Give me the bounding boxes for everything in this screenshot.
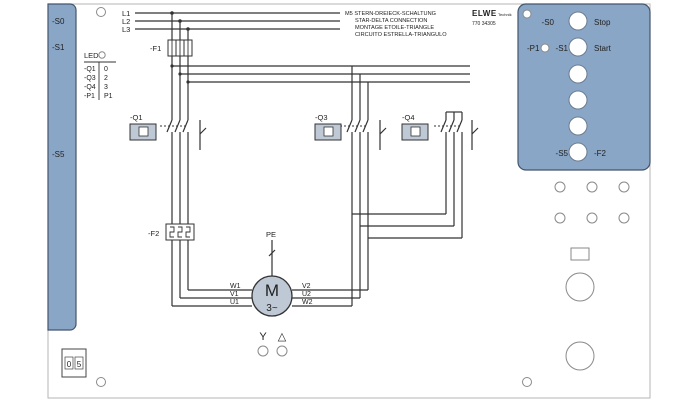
left-control-panel [47,3,77,331]
title-line-en: STAR-DELTA CONNECTION [355,18,427,24]
right-row-0-left: -S0 [542,18,555,27]
contactor-q3-label: -Q3 [315,113,328,122]
supply-label-l1: L1 [122,9,130,18]
seven-seg-value-1: 0 [67,360,72,369]
s5-button[interactable] [568,142,588,162]
wiring-main [160,56,479,307]
logo: ELWE [472,9,497,18]
led-row-value-p1: P1 [104,93,113,100]
panel-screw [522,9,532,19]
seven-seg-value-2: 5 [77,360,82,369]
motor-terminal-w2: W2 [302,299,313,306]
motor-terminal-u2: U2 [302,291,311,298]
right-row-5-left: -S5 [556,149,569,158]
stop-button-label: Stop [594,18,611,27]
mount-hole-bottom-right [522,377,532,387]
start-button[interactable] [568,37,588,57]
led-indicator [98,51,106,59]
seven-seg-digit-2 [74,356,84,370]
motor-phase: 3~ [266,303,278,314]
delta-symbol: △ [278,331,287,343]
seven-seg-digit-1 [64,356,74,370]
led-row-name-q1: -Q1 [84,66,96,73]
star-symbol: Y [259,331,267,343]
motor-letter: M [265,281,279,300]
large-socket-lower [565,341,595,371]
led-row-value-q4: 3 [104,84,108,91]
lamp-p1 [540,43,550,53]
supply-label-l2: L2 [122,17,130,26]
contactor-q1-label: -Q1 [130,113,143,122]
led-row-value-q1: 0 [104,66,108,73]
motor-terminal-u1: U1 [230,299,239,306]
contactor-q3-window [323,126,334,137]
mount-hole-top-left [96,7,106,17]
fuse-f1-label: -F1 [150,44,161,53]
fuse-f1 [167,39,193,57]
start-button-label: Start [594,44,612,53]
spare-button-3[interactable] [568,116,588,136]
spare-button-2[interactable] [568,90,588,110]
overload-f2 [165,223,195,241]
contactor-q1-window [138,126,149,137]
terminal-hole-grid [554,181,630,224]
f2-label: -F2 [594,149,607,158]
led-row-name-p1: -P1 [84,93,95,100]
overload-f2-label: -F2 [148,229,159,238]
led-row-value-q3: 2 [104,75,108,82]
title-line-de: M5 STERN-DREIECK-SCHALTUNG [345,11,436,17]
led-table-header: LED [84,51,99,60]
motor-terminal-w1: W1 [230,283,241,290]
motor-terminal-v1: V1 [230,291,239,298]
led-row-name-q3: -Q3 [84,75,96,82]
mount-hole-bottom-left [96,377,106,387]
right-control-panel [517,3,651,171]
supply-label-l3: L3 [122,25,130,34]
left-s0-label: -S0 [52,17,65,26]
spare-button-1[interactable] [568,64,588,84]
mode-switch-slot[interactable] [570,247,590,261]
motor-terminal-v2: V2 [302,283,311,290]
title-line-es: CIRCUITO ESTRELLA-TRIANGULO [355,32,447,38]
contactor-q4-window [410,126,421,137]
left-s1-label: -S1 [52,43,65,52]
contactor-q4-label: -Q4 [402,113,415,122]
left-s5-label: -S5 [52,150,65,159]
star-lamp [257,345,269,357]
large-socket-upper [565,272,595,302]
lamp-p1-label: -P1 [527,44,540,53]
delta-lamp [276,345,288,357]
pe-label: PE [266,230,276,239]
title-line-fr: MONTAGE ETOILE-TRIANGLE [355,25,434,31]
part-number: 770 34305 [472,21,496,27]
logo-sub: Technik [498,12,512,17]
led-row-name-q4: -Q4 [84,84,96,91]
stop-button[interactable] [568,11,588,31]
right-row-1-left: -S1 [556,44,569,53]
motor-symbol [251,275,293,317]
